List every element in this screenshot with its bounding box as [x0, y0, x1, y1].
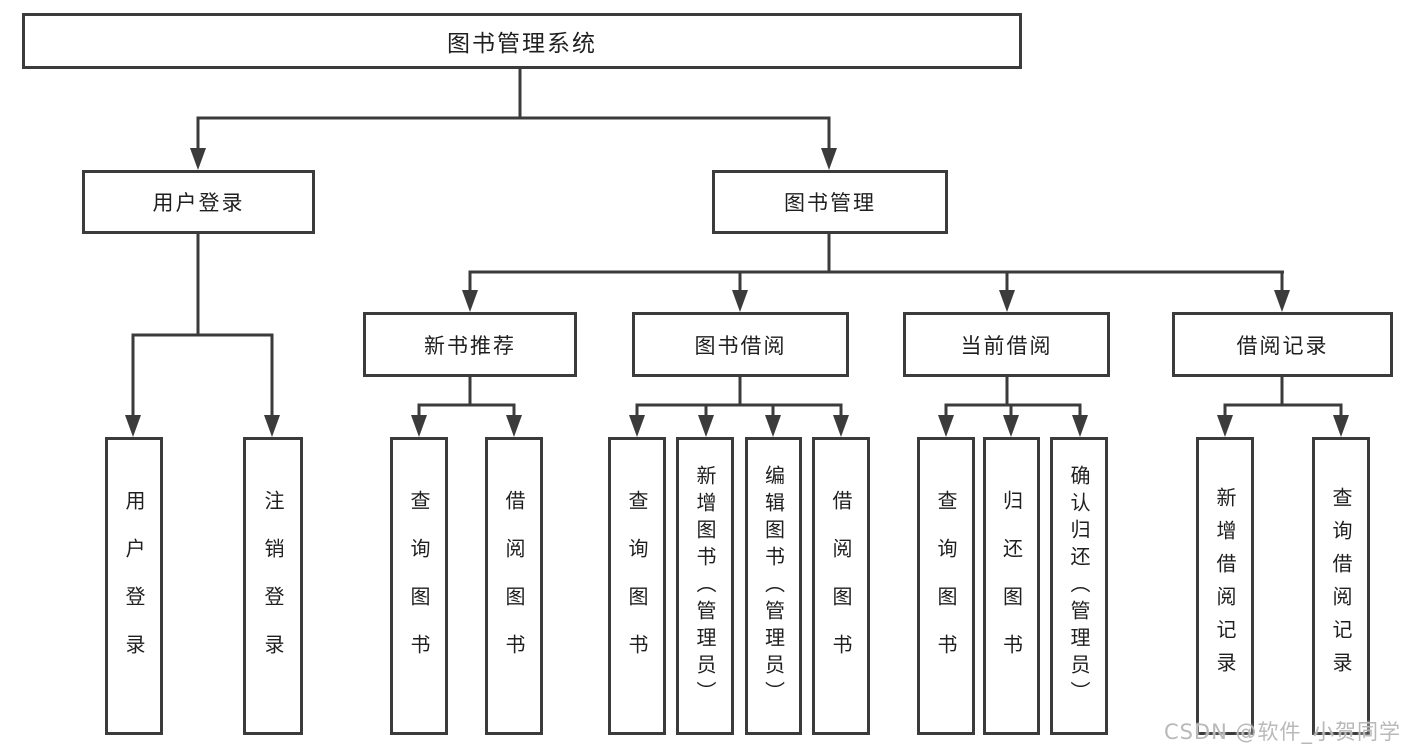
node-book-management-label: 图书管理: [784, 191, 876, 215]
node-borrow-record-label: 借阅记录: [1236, 333, 1329, 358]
node-book-borrow-label: 图书借阅: [694, 333, 787, 358]
leaf-return-book-label: 归还图书: [999, 490, 1024, 682]
leaf-query-borrow-record: 查询借阅记录: [1312, 437, 1370, 735]
leaf-query-book-1: 查询图书: [390, 437, 448, 735]
node-user-login-label: 用户登录: [152, 191, 245, 215]
leaf-confirm-return-admin-label: 确认归还（管理员）: [1067, 464, 1091, 708]
node-user-login: 用户登录: [82, 170, 315, 234]
leaf-borrow-book-1-label: 借阅图书: [502, 490, 526, 682]
leaf-query-book-3: 查询图书: [917, 437, 975, 735]
leaf-query-book-2: 查询图书: [608, 437, 666, 735]
leaf-logout-label: 注销登录: [261, 490, 285, 682]
leaf-borrow-book-2: 借阅图书: [812, 437, 870, 735]
leaf-edit-book-admin-label: 编辑图书（管理员）: [761, 464, 786, 708]
leaf-logout: 注销登录: [243, 437, 303, 735]
leaf-borrow-book-2-label: 借阅图书: [829, 490, 853, 682]
leaf-return-book: 归还图书: [983, 437, 1040, 735]
node-new-book-recommend-label: 新书推荐: [424, 333, 516, 358]
node-borrow-record: 借阅记录: [1172, 312, 1393, 377]
leaf-query-book-3-label: 查询图书: [934, 490, 958, 682]
node-new-book-recommend: 新书推荐: [363, 312, 577, 377]
watermark: CSDN @软件_小贺同学: [1163, 720, 1401, 744]
leaf-borrow-book-1: 借阅图书: [485, 437, 543, 735]
leaf-user-login-label: 用户登录: [122, 490, 146, 682]
leaf-add-book-admin-label: 新增图书（管理员）: [693, 464, 717, 708]
node-book-borrow: 图书借阅: [632, 312, 849, 377]
node-root-label: 图书管理系统: [447, 31, 597, 57]
leaf-add-book-admin: 新增图书（管理员）: [676, 437, 734, 735]
leaf-query-book-1-label: 查询图书: [407, 490, 431, 682]
leaf-query-borrow-record-label: 查询借阅记录: [1329, 487, 1353, 685]
leaf-confirm-return-admin: 确认归还（管理员）: [1050, 437, 1108, 735]
leaf-add-borrow-record-label: 新增借阅记录: [1213, 487, 1237, 685]
leaf-edit-book-admin: 编辑图书（管理员）: [745, 437, 802, 735]
node-current-borrow-label: 当前借阅: [960, 333, 1053, 358]
leaf-add-borrow-record: 新增借阅记录: [1196, 437, 1254, 735]
node-root: 图书管理系统: [22, 13, 1022, 69]
node-book-management: 图书管理: [712, 170, 948, 234]
leaf-user-login: 用户登录: [105, 437, 163, 735]
node-current-borrow: 当前借阅: [903, 312, 1110, 377]
leaf-query-book-2-label: 查询图书: [625, 490, 649, 682]
